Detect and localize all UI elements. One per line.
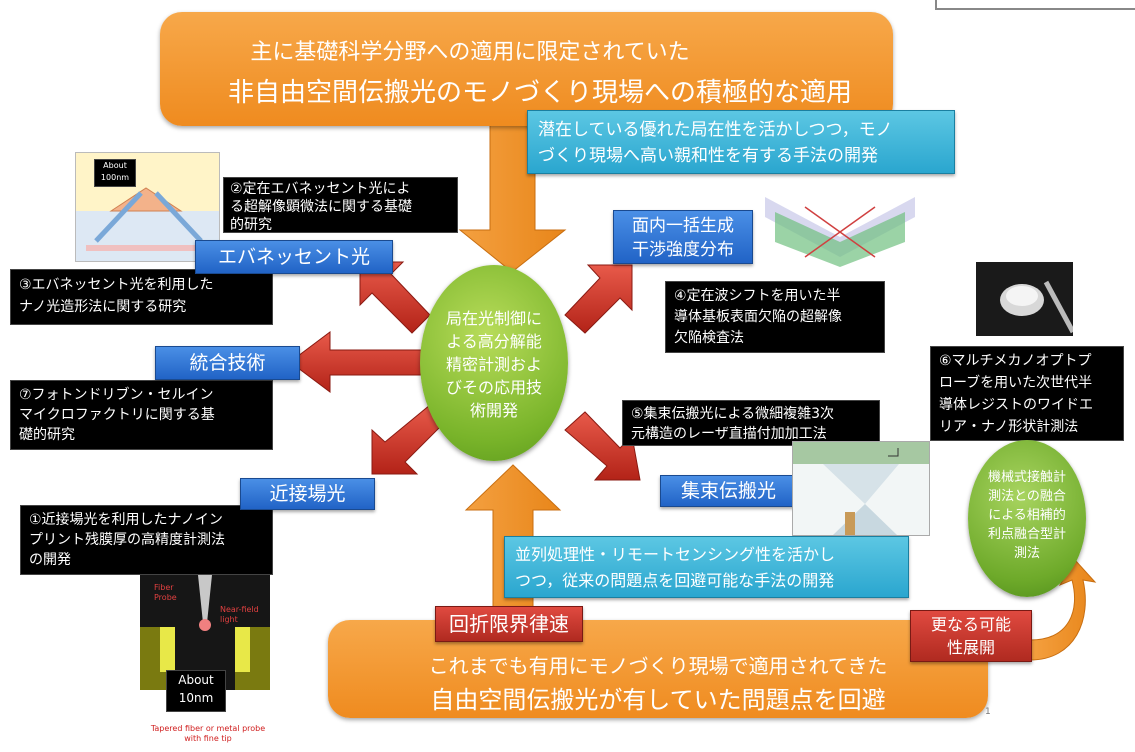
top-cyan-box: 潜在している優れた局在性を活かしつつ，モノ づくり現場へ高い親和性を有する手法の… — [527, 110, 955, 174]
red-arrow-left — [289, 331, 431, 393]
bottom-banner: これまでも有用にモノづくり現場で適用されてきた 自由空間伝搬光が有していた問題点… — [328, 620, 988, 718]
about-100nm-label: About 100nm — [94, 159, 136, 187]
red-label-limit: 回折限界律速 — [435, 606, 583, 642]
sem-dome — [1000, 280, 1073, 334]
top-banner-line2: 非自由空間伝搬光のモノづくり現場への積極的な適用 — [227, 78, 852, 108]
red-label-more: 更なる可能 性展開 — [910, 610, 1032, 662]
near-field-label: Near-field light — [220, 605, 259, 624]
top-banner: 主に基礎科学分野への適用に限定されていた 非自由空間伝搬光のモノづくり現場への積… — [160, 12, 893, 126]
label-evanescent: エバネッセント光 — [195, 240, 393, 274]
orange-curve-arrow — [1029, 559, 1097, 661]
bottom-cyan-box: 並列処理性・リモートセンシング性を活かし つつ，従来の問題点を回避可能な手法の開… — [504, 536, 909, 598]
interference-figure — [765, 197, 915, 267]
top-banner-line1: 主に基礎科学分野への適用に限定されていた — [250, 40, 690, 65]
bottom-banner-line2: 自由空間伝搬光が有していた問題点を回避 — [430, 686, 886, 714]
focus-diagram — [793, 442, 929, 535]
info-box-5: ⑤集束伝搬光による微細複雑3次 元構造のレーザ直描付加加工法 — [622, 400, 880, 446]
info-box-1: ①近接場光を利用したナノイン プリント残膜厚の高精度計測法 の開発 — [20, 505, 273, 575]
red-arrow-upright — [564, 264, 633, 334]
center-circle-text: 局在光制御に よる高分解能 精密計測およ びその応用技 術開発 — [445, 309, 542, 420]
label-integration: 統合技術 — [155, 346, 300, 380]
red-arrow-upleft — [359, 261, 431, 334]
small-green-text: 機械式接触計 測法との融合 による相補的 利点融合型計 測法 — [987, 470, 1066, 561]
focus-figure — [792, 441, 930, 536]
info-box-3: ③エバネッセント光を利用した ナノ光造形法に関する研究 — [10, 269, 273, 325]
info-box-6: ⑥マルチメカノオプトプ ローブを用いた次世代半 導体レジストのワイドエ リア・ナ… — [930, 346, 1124, 441]
small-green-circle: 機械式接触計 測法との融合 による相補的 利点融合型計 測法 — [968, 440, 1086, 597]
label-focused: 集束伝搬光 — [660, 475, 797, 507]
probe-caption: Tapered fiber or metal probe with fine t… — [150, 724, 266, 743]
bottom-banner-line1: これまでも有用にモノづくり現場で適用されてきた — [428, 654, 888, 678]
info-box-7: ⑦フォトンドリブン・セルイン マイクロファクトリに関する基 礎的研究 — [10, 380, 273, 450]
info-box-2: ②定在エバネッセント光によ る超解像顕微法に関する基礎 的研究 — [223, 177, 458, 233]
center-circle: 局在光制御に よる高分解能 精密計測およ びその応用技 術開発 — [420, 265, 568, 461]
fiber-probe-label: Fiber Probe — [154, 583, 177, 602]
red-arrow-downright — [564, 411, 641, 481]
label-in-plane: 面内一括生成 干渉強度分布 — [613, 210, 753, 264]
info-box-4: ④定在波シフトを用いた半 導体基板表面欠陥の超解像 欠陥検査法 — [665, 281, 885, 353]
label-near-field: 近接場光 — [240, 478, 375, 510]
page-number: 1 — [985, 707, 991, 717]
corner-frame — [935, 0, 1135, 10]
sem-image — [976, 262, 1073, 336]
about-10nm-label: About 10nm — [166, 670, 226, 712]
